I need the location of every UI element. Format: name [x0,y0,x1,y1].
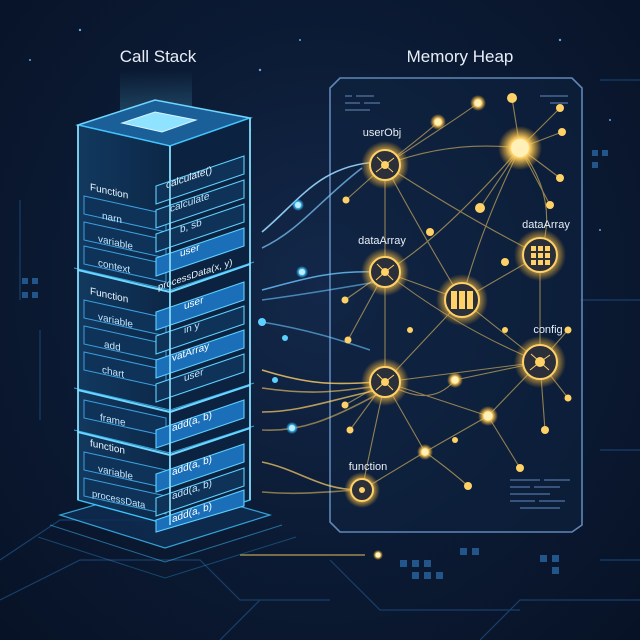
heap-label-function: function [349,461,388,473]
heap-node-userobj[interactable] [361,141,409,189]
heap-label-dataarray-left: dataArray [358,235,406,247]
heap-node-object-lower[interactable] [361,358,409,406]
memory-heap-title: Memory Heap [407,47,514,66]
stack-heap-connections [240,161,379,556]
heap-node-dataarray-left[interactable] [361,248,409,296]
circuit-pads [22,150,608,579]
heap-panel-text-lines [345,95,570,509]
call-stack-title: Call Stack [120,47,197,66]
heap-node-config[interactable] [514,336,566,388]
heap-label-config: config [533,324,562,336]
heap-node-large[interactable] [498,126,542,170]
stack-left-slots [83,195,167,515]
heap-node-dataarray-right[interactable] [514,229,566,281]
heap-small-nodes [341,93,572,490]
heap-node-array-center[interactable] [436,274,488,326]
connection-dots [258,199,383,560]
heap-label-dataarray-right: dataArray [522,219,570,231]
tower-edges [77,118,251,525]
frame-separators [77,263,251,456]
heap-node-function[interactable] [344,472,380,508]
heap-label-userobj: userObj [363,127,402,139]
stack-right-slots [155,155,245,533]
frame2-left-label-2: add [104,339,121,354]
circuit-traces [0,79,640,640]
frame2-left-label-3: chart [102,365,124,381]
background-stars [29,28,611,231]
frame1-left-label-1: narn [102,211,122,226]
